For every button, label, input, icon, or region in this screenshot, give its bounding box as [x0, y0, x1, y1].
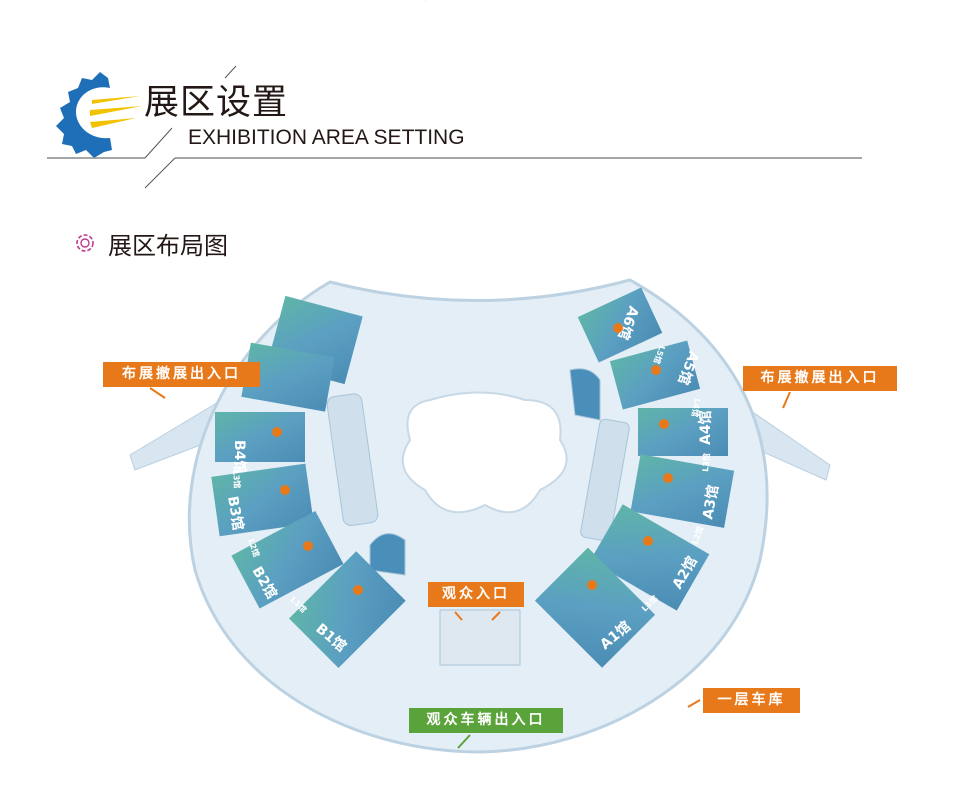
section-title: 展区布局图 [108, 232, 228, 260]
setup-entrance-right-label: 布展撤展出入口 [743, 366, 897, 391]
page-title: 展区设置 [144, 83, 289, 123]
arrow-icons [149, 387, 791, 749]
page-subtitle: EXHIBITION AREA SETTING [188, 126, 465, 149]
hall-a5[interactable]: A5馆 [609, 340, 702, 410]
flower-gear-icon [76, 234, 94, 252]
svg-text:L3馆: L3馆 [231, 469, 243, 488]
vehicle-entrance-label: 观众车辆出入口 [409, 708, 563, 733]
exhibition-map: B4馆 B3馆 B2馆 B1馆 L3馆 L2馆 L1馆 A6馆 A5馆 A4馆 … [129, 278, 831, 754]
svg-text:L3馆: L3馆 [700, 453, 712, 472]
location-pin-icons [272, 323, 673, 595]
setup-entrance-left-label: 布展撤展出入口 [103, 362, 260, 387]
hall-b4[interactable]: B4馆 [215, 412, 305, 474]
hall-group-b: B4馆 B3馆 B2馆 B1馆 L3馆 L2馆 L1馆 [211, 295, 406, 668]
svg-text:A3馆: A3馆 [699, 484, 722, 521]
header-graphics [47, 0, 862, 189]
svg-text:B3馆: B3馆 [224, 495, 247, 532]
svg-text:L4馆: L4馆 [690, 398, 703, 418]
hall-a4[interactable]: A4馆 [638, 408, 728, 456]
svg-text:A4馆: A4馆 [697, 410, 714, 445]
garage-label: 一层车库 [703, 688, 800, 713]
visitor-entrance-label: 观众入口 [428, 582, 524, 607]
hall-b3[interactable]: B3馆 [211, 463, 314, 537]
central-courtyard [401, 391, 568, 514]
hall-a3[interactable]: A3馆 [630, 454, 735, 528]
hall-b2[interactable]: B2馆 [231, 510, 344, 609]
gear-icon [56, 72, 142, 158]
svg-text:B4馆: B4馆 [231, 440, 248, 474]
